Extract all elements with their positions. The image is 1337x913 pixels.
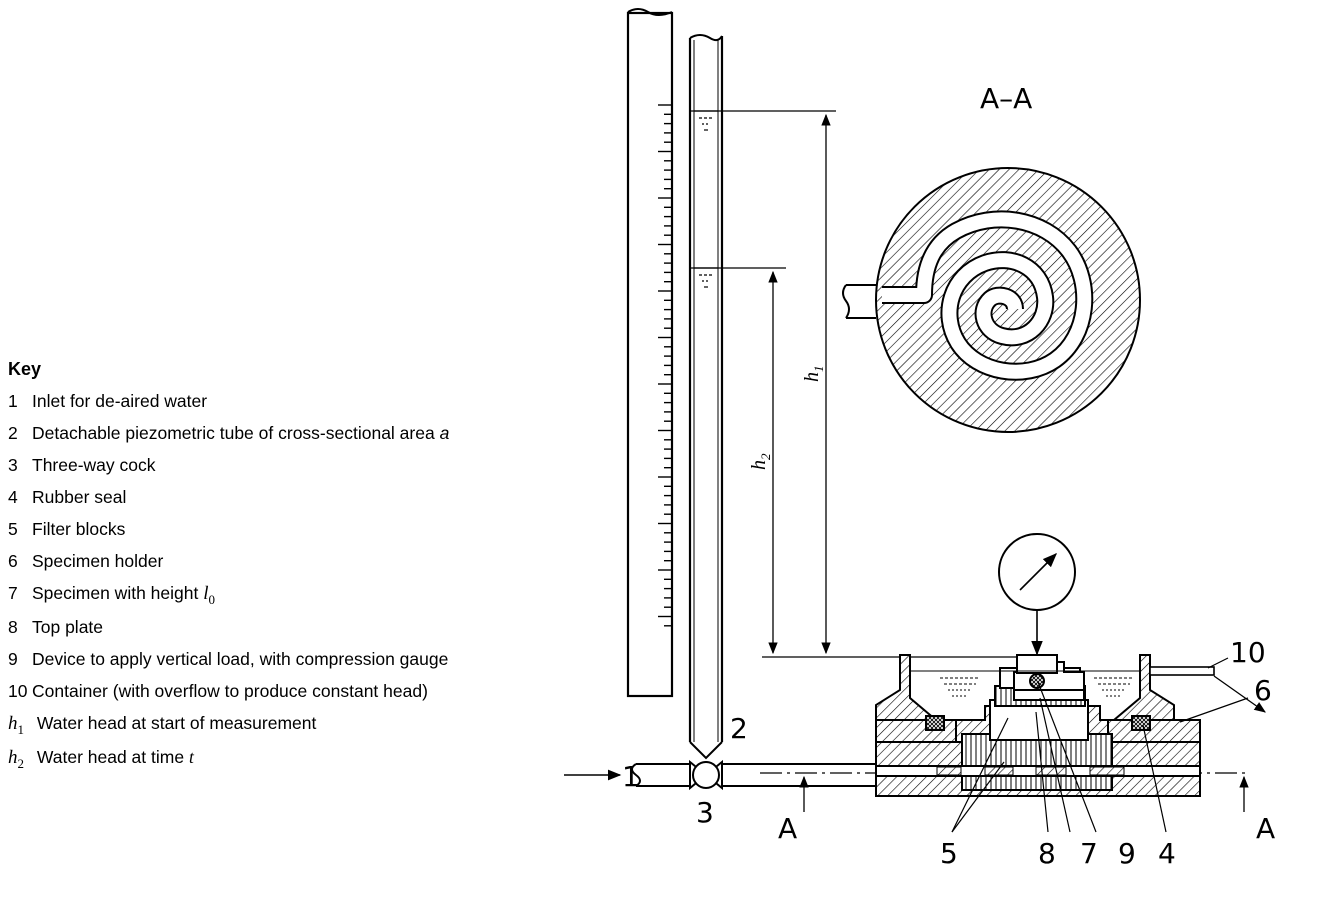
key-title: Key [8,359,42,379]
standpipe [626,8,674,698]
piezometric-tube [688,34,724,760]
callout-4: 4 [1158,837,1176,870]
overflow-pipe [1149,666,1266,713]
water-surface [910,670,1140,697]
callout-2: 2 [730,712,748,745]
compression-gauge [998,533,1076,656]
callout-6: 6 [1254,674,1272,707]
section-mark-left: A [778,812,797,845]
section-mark-right: A [1256,812,1275,845]
leader-lines [951,657,1249,833]
callout-5: 5 [940,837,958,870]
h1-label: h1 [801,366,826,383]
inlet-pipe [564,763,876,787]
section-title: A–A [980,82,1032,115]
callout-numbers: 1 2 3 4 5 6 7 8 9 10 A A A–A [622,82,1275,870]
callout-10: 10 [1230,636,1266,669]
three-way-cock [689,759,723,791]
callout-7: 7 [1080,837,1098,870]
callout-8: 8 [1038,837,1056,870]
callout-9: 9 [1118,837,1136,870]
callout-3: 3 [696,796,714,829]
graduated-scale [658,104,672,627]
section-a-a-view [842,167,1141,433]
key-item-h2: h2 Water head at time t [8,747,194,771]
callout-1: 1 [622,760,640,793]
key-item-h1: h1 Water head at start of measurement [8,713,317,737]
h2-label: h2 [748,453,773,470]
permeameter-cell [875,654,1201,797]
head-dimensions [690,110,1025,658]
